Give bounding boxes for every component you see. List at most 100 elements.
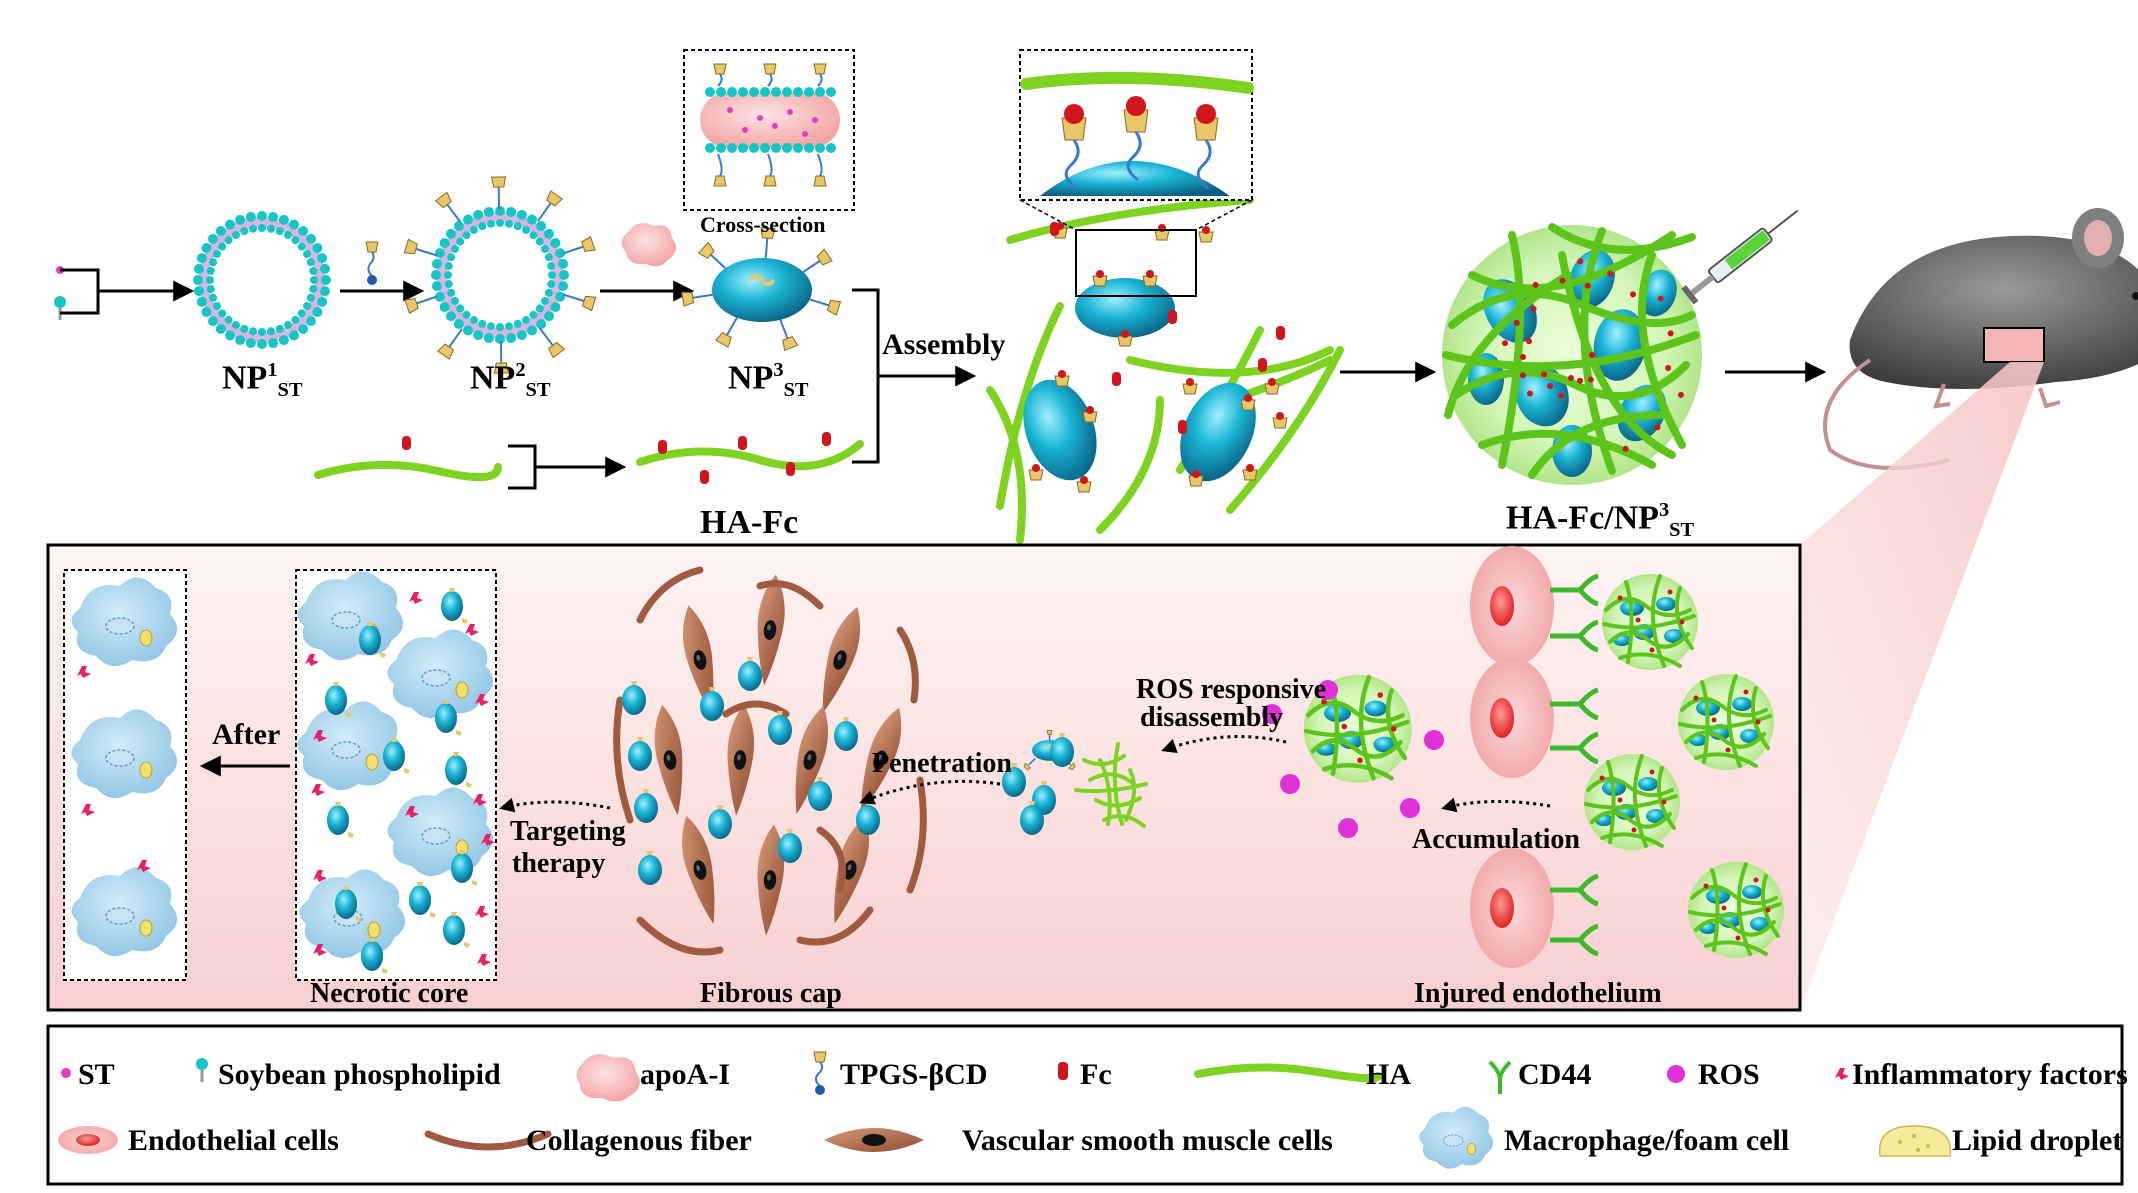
phospholipid-head [267,224,276,233]
tpgs-cup [787,829,793,833]
phospholipid-head [495,334,505,344]
tpgs-cup [449,588,455,592]
tpgs-cup [813,63,827,75]
phospholipid-head [434,248,445,259]
after-macrophages [70,576,178,957]
arrow-targeting [499,797,611,813]
phospholipid-head [317,253,328,264]
phospholipid-head [541,245,550,253]
phospholipid-head [310,276,318,284]
fc-group [1607,270,1614,277]
phospholipid-head [544,228,555,239]
fc-group [1577,258,1584,265]
phospholipid-head [209,293,218,302]
linker [710,253,727,269]
tpgs-cup [747,657,753,661]
phospholipid-head [716,87,726,97]
inflammatory-factor [313,870,327,882]
tpgs-cup [1059,733,1065,737]
tpgs-cup [763,175,777,187]
phospholipid-head [815,143,825,153]
apoa1-icon [576,1054,640,1102]
phospholipid-head [196,253,207,264]
inflammatory-factor [475,906,489,918]
phospholipid-head [218,242,227,251]
inflammatory-factor [313,944,327,956]
assembly-zoom-inset [1019,49,1254,297]
phospholipid-head [473,330,484,341]
phospholipid-head [439,238,450,248]
fc-group [1268,378,1276,386]
tpgs-cup [843,717,849,721]
fc-group [1541,371,1548,378]
phospholipid-head [516,330,527,341]
bracket-left [60,268,100,315]
collagen-fiber [722,700,790,718]
tpgs-cup [343,886,349,890]
phospholipid-head [483,206,494,217]
phospholipid-head [209,258,218,267]
inflammatory-factor [305,654,319,666]
ha-chain-raw [314,460,502,482]
ha-strand [1442,331,1700,371]
phospholipid-head [470,225,478,234]
tpgs-cup [816,248,833,266]
phospholipid-head [248,224,257,233]
cd44-icon [1488,1060,1512,1094]
phospholipid-head [306,233,317,244]
nanoparticle [738,661,762,691]
phospholipid-head [496,323,504,331]
tpgs-cup [404,768,410,774]
linker [415,248,438,257]
phospholipid-head [535,304,544,313]
fc-group [1178,420,1187,434]
lipid-droplet-icon [1878,1125,1952,1157]
legend-ha: HA [1366,1058,1411,1091]
bracket-ha [508,444,537,490]
nanoparticle [622,685,646,715]
legend-fc: Fc [1080,1058,1112,1091]
nanoparticle [325,685,347,715]
phospholipid-head [257,211,267,221]
linker [538,327,554,347]
targeting-label-line2: therapy [512,848,606,879]
phospholipid-head [727,87,737,97]
nanoparticle [708,809,732,839]
tpgs-cup [763,63,777,75]
ha-strand [1498,231,1524,469]
ha-strand [1444,271,1572,419]
collagen-fiber [613,696,634,824]
linker [448,328,463,348]
ros-disassembly-label-line2: disassembly [1140,702,1284,733]
phospholipid-head [218,309,227,318]
tpgs-cup [391,738,397,742]
phospholipid-head [193,286,204,297]
phospholipid-head [306,293,315,302]
endothelial-cell-icon [58,1126,118,1154]
fc-group [1520,372,1527,379]
phospholipid-head [453,220,464,231]
fc-group [1032,464,1040,472]
tpgs-cup [865,801,871,805]
fc-group [1258,358,1267,372]
phospholipid-head [815,87,825,97]
linker [1064,139,1080,190]
necrotic-core-nanoparticles [305,588,495,974]
np2-liposome [403,176,597,374]
phospholipid-head [505,219,514,228]
ha-strand [1528,411,1666,479]
phospholipid-head [224,315,233,324]
fc-group [1276,326,1285,340]
bracket-assembly [852,288,880,464]
phospholipid-head [555,291,566,302]
tpgs-cup [647,851,653,855]
nanoparticle [1050,737,1074,767]
fc-group [1657,295,1664,302]
phospholipid-head [544,288,553,297]
legend-lipid-droplet: Lipid droplet [1952,1124,2123,1157]
phospholipid-head [268,211,279,222]
phospholipid-head [456,304,465,313]
phospholipid-head [749,143,759,153]
phospholipid-head [245,211,256,222]
linker [562,293,585,302]
